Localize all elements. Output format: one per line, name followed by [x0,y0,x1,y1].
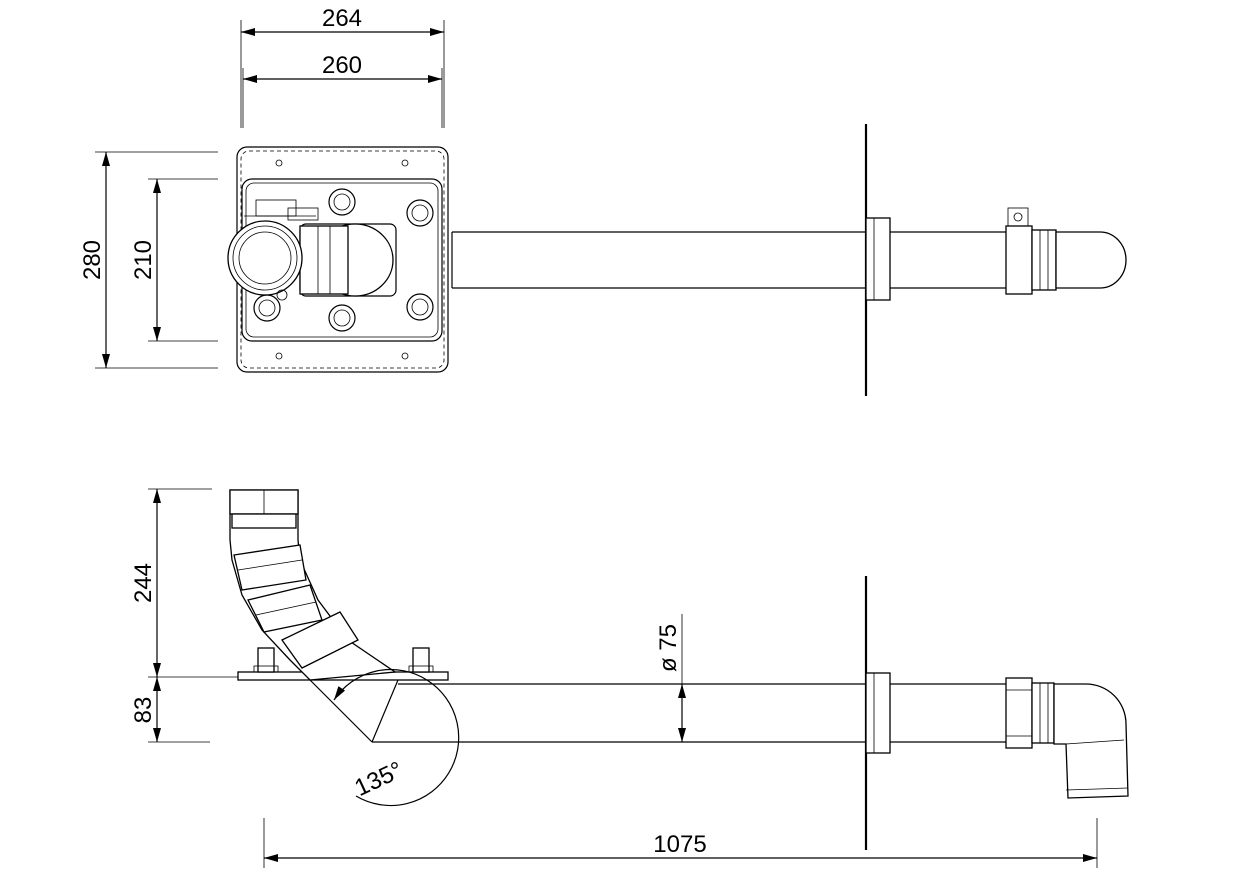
dimension-label-244: 244 [130,563,157,603]
dimension-label-280: 280 [79,240,106,280]
dimension-height-244: 244 [130,489,161,677]
angle-arc [333,668,460,807]
coupling-top [1005,207,1127,295]
mounting-plate-top [227,146,449,373]
dimension-height-83: 83 [130,677,161,742]
dimension-label-260: 260 [322,52,362,79]
dimension-height-inner: 210 [130,179,161,341]
top-view: 264 260 280 210 [79,5,1127,396]
wall-flange-top [865,217,891,301]
dimension-label-diameter: ø 75 [655,624,682,672]
dimension-diameter: ø 75 [655,614,686,742]
dimension-height-outer: 280 [79,152,110,368]
dimension-length: 1075 [263,818,1098,868]
dimension-label-83: 83 [130,697,157,724]
dimension-label-264: 264 [322,5,362,32]
dimension-label-1075: 1075 [653,831,706,858]
dimension-width-inner: 260 [243,52,442,83]
wall-flange-side [865,672,891,754]
pipe-top [451,231,1006,289]
side-view: 244 83 [130,488,1129,868]
angle-label: 135° [351,756,407,801]
dimension-label-210: 210 [130,240,157,280]
dimension-width-outer: 264 [241,5,444,36]
elbow-side [1005,677,1129,799]
drain-body-side [229,489,397,681]
pipe-side [372,683,1006,743]
